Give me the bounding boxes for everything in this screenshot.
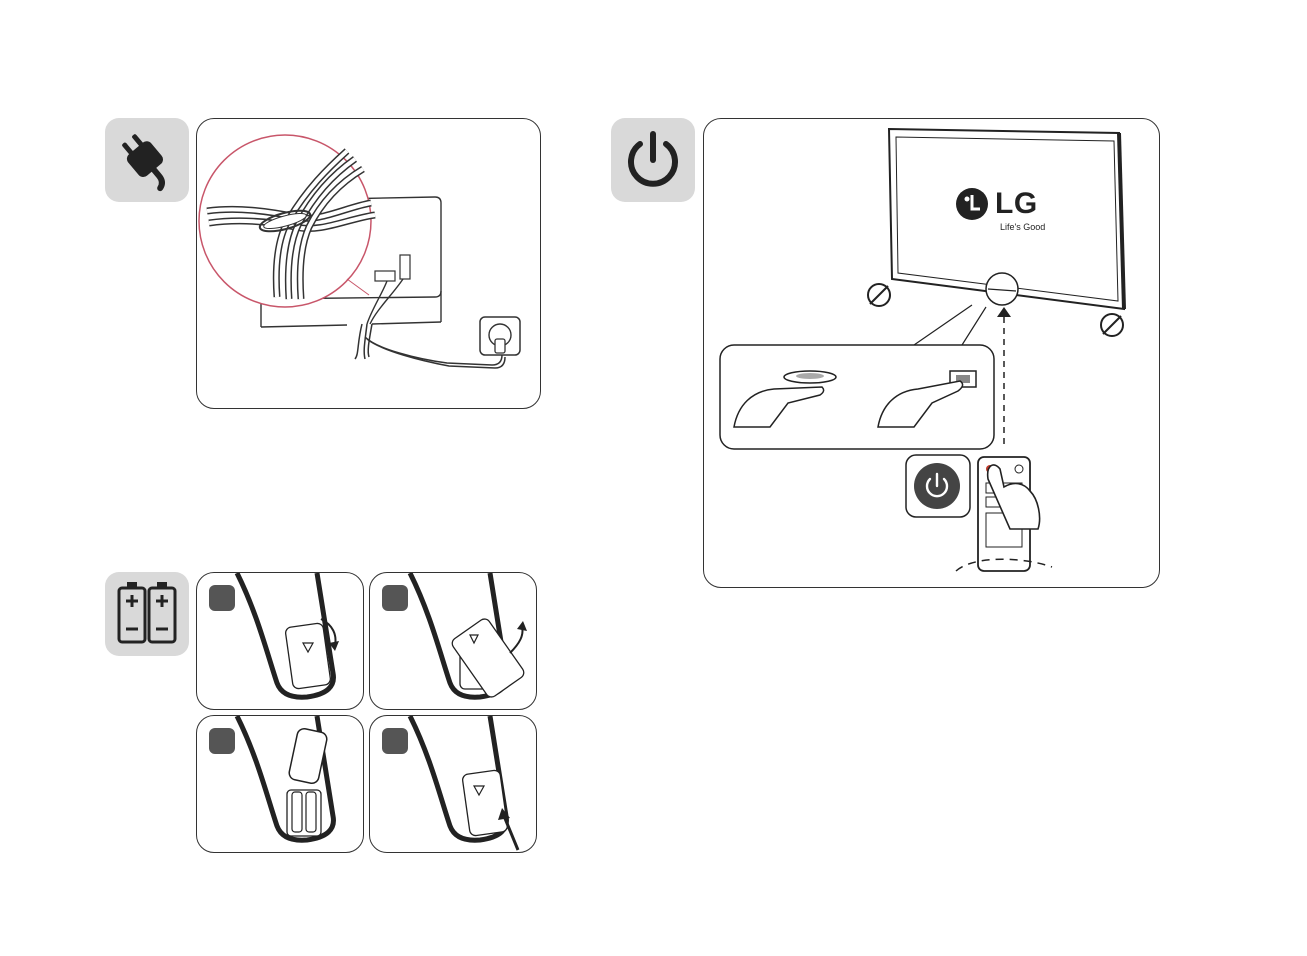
power-symbol-icon <box>611 118 695 202</box>
plug-badge <box>105 118 189 202</box>
batteries-icon <box>105 572 189 656</box>
battery-badge <box>105 572 189 656</box>
power-plug-icon <box>105 118 189 202</box>
battery-step-2 <box>369 572 537 710</box>
lg-logo: LG <box>955 187 1038 221</box>
power-badge <box>611 118 695 202</box>
step-marker-3 <box>209 728 235 754</box>
step-marker-1 <box>209 585 235 611</box>
step-marker-4 <box>382 728 408 754</box>
step-marker-2 <box>382 585 408 611</box>
battery-step-3 <box>196 715 364 853</box>
battery-step-4 <box>369 715 537 853</box>
no-sensor-left-icon <box>868 284 890 306</box>
lg-tagline: Life's Good <box>1000 222 1045 232</box>
tv-power-illustration <box>704 119 1159 587</box>
power-on-panel <box>703 118 1160 588</box>
cable-management-panel <box>196 118 541 409</box>
lg-logo-text: LG <box>995 187 1038 221</box>
no-sensor-right-icon <box>1101 314 1123 336</box>
cable-illustration <box>197 119 540 408</box>
battery-step-1 <box>196 572 364 710</box>
lg-face-icon <box>955 187 989 221</box>
